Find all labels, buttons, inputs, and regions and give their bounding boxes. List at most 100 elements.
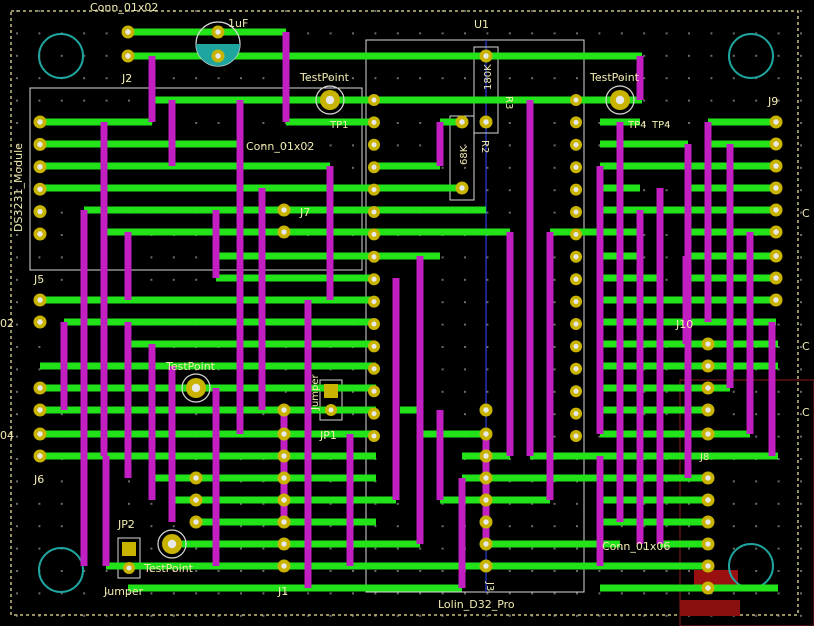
pad-j1-7-hole: [281, 541, 287, 547]
pad-u1-right-1-hole: [573, 97, 579, 103]
pad-j9-7-hole: [773, 253, 779, 259]
jumper-jp1-outline: [319, 379, 343, 421]
pad-left-col-1-hole: [193, 475, 199, 481]
pad-left-col-2-hole: [193, 497, 199, 503]
pad-j10-1-hole: [705, 341, 711, 347]
pad-j1-1-hole: [281, 407, 287, 413]
pad-j9-3-hole: [773, 163, 779, 169]
pad-j3-2-hole: [483, 431, 489, 437]
testpoint-pad-3-hole: [167, 539, 177, 549]
pad-j8-5-hole: [705, 563, 711, 569]
pad-j9-5-hole: [773, 207, 779, 213]
pad-u1-right-10-hole: [573, 299, 579, 305]
pad-j3-3-hole: [483, 453, 489, 459]
pad-j3-8-hole: [483, 563, 489, 569]
pad-u1-left-10-hole: [371, 299, 377, 305]
pad-j5-2-hole: [37, 319, 43, 325]
pad-j6-1-hole: [37, 385, 43, 391]
testpoint-pad-2-hole: [191, 383, 201, 393]
pad-u1-right-3-hole: [573, 142, 579, 148]
testpoint-pad-1-hole: [325, 95, 335, 105]
pad-j9-2-hole: [773, 141, 779, 147]
mounting-hole-1: [38, 33, 84, 79]
testpoint-pad-4-hole: [615, 95, 625, 105]
pad-j9-1-hole: [773, 119, 779, 125]
pad-j1-2-hole: [281, 431, 287, 437]
pad-jp2-1: [122, 542, 136, 556]
pad-u1-left-13-hole: [371, 366, 377, 372]
testpoint-ring-4: [605, 85, 635, 115]
pad-j1-6-hole: [281, 519, 287, 525]
pad-u1-right-2-hole: [573, 119, 579, 125]
pad-u1-right-8-hole: [573, 254, 579, 260]
pad-j1-8-hole: [281, 563, 287, 569]
pad-j3-4-hole: [483, 475, 489, 481]
pad-u1-left-16-hole: [371, 433, 377, 439]
mounting-hole-4: [728, 543, 774, 589]
pad-j7-2-hole: [281, 229, 287, 235]
pad-j3-1-hole: [483, 407, 489, 413]
pad-j10-2-hole: [705, 363, 711, 369]
pad-j10-5-hole: [705, 431, 711, 437]
pad-ds3231-5-hole: [37, 208, 43, 215]
pad-j9-9-hole: [773, 297, 779, 303]
pad-u1-left-12-hole: [371, 343, 377, 349]
pad-u1-left-6-hole: [371, 209, 377, 215]
pad-u1-left-15-hole: [371, 411, 377, 417]
pad-u1-left-2-hole: [371, 119, 377, 125]
testpoint-ring-2: [181, 373, 211, 403]
pad-u1-right-13-hole: [573, 366, 579, 372]
testpoint-ring-3: [157, 529, 187, 559]
pad-j9-6-hole: [773, 229, 779, 235]
pad-r2-2-hole: [459, 185, 465, 191]
pad-jp1-2-hole: [328, 407, 334, 413]
pad-j1-3-hole: [281, 453, 287, 459]
pad-j1-4-hole: [281, 475, 287, 481]
pad-ds3231-2-hole: [37, 141, 43, 148]
resistor-r3-outline: [473, 46, 499, 134]
mounting-hole-3: [38, 547, 84, 593]
pad-u1-left-11-hole: [371, 321, 377, 327]
pad-ds3231-6-hole: [37, 231, 43, 237]
pad-u1-right-11-hole: [573, 321, 579, 327]
pad-r3-1-hole: [483, 53, 489, 59]
pad-j3-5-hole: [483, 497, 489, 503]
pad-j9-8-hole: [773, 275, 779, 281]
pad-u1-right-4-hole: [573, 164, 579, 170]
ds3231-module-outline: [29, 87, 363, 271]
jumper-jp2-outline: [117, 537, 141, 579]
pad-j2-1-hole: [125, 29, 131, 35]
pad-u1-left-7-hole: [371, 231, 377, 237]
pad-u1-left-4-hole: [371, 164, 377, 170]
pad-r3-2-hole: [483, 119, 489, 125]
pad-jp2-2-hole: [126, 565, 132, 571]
pad-jp1-1: [324, 384, 338, 398]
pad-j8-6-hole: [705, 585, 711, 591]
pad-j3-6-hole: [483, 519, 489, 525]
pad-j7-1-hole: [281, 207, 287, 213]
pad-u1-right-16-hole: [573, 433, 579, 439]
pad-j8-1-hole: [705, 475, 711, 481]
pad-j9-4-hole: [773, 185, 779, 191]
pad-u1-left-14-hole: [371, 388, 377, 394]
pad-ds3231-3-hole: [37, 164, 43, 170]
board-outline: [10, 10, 799, 616]
pad-u1-left-1-hole: [371, 97, 377, 103]
pad-j6-3-hole: [37, 431, 43, 437]
pad-left-col-3-hole: [193, 519, 199, 525]
pad-u1-right-12-hole: [573, 343, 579, 349]
pad-ds3231-1-hole: [37, 119, 43, 125]
pad-j5-1-hole: [37, 297, 43, 303]
pad-u1-left-8-hole: [371, 254, 377, 260]
pad-j10-3-hole: [705, 385, 711, 391]
pad-u1-right-5-hole: [573, 187, 579, 193]
pad-j6-2-hole: [37, 407, 43, 413]
pad-j3-7-hole: [483, 541, 489, 547]
pad-u1-left-5-hole: [371, 187, 377, 193]
pad-u1-right-9-hole: [573, 276, 579, 282]
pad-u1-right-14-hole: [573, 388, 579, 394]
pad-j8-4-hole: [705, 541, 711, 547]
pad-r2-1-hole: [459, 119, 465, 125]
